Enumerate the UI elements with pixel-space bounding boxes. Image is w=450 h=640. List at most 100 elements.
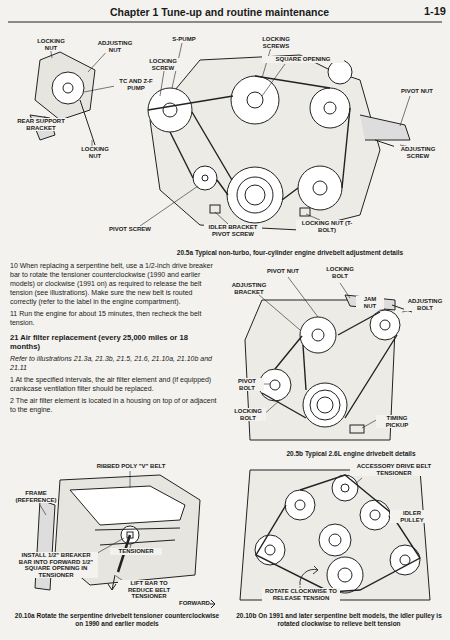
engine-front-drawing <box>30 52 410 230</box>
serpentine-belt-drawing <box>370 510 380 520</box>
part-label: RIBBED POLY "V" BELT <box>80 463 182 470</box>
part-label: PIVOT NUT <box>398 88 436 95</box>
text-column: 10 When replacing a serpentine belt, use… <box>10 262 217 418</box>
serpentine-belt-drawing <box>256 475 420 592</box>
serpentine-belt-drawing <box>300 566 318 585</box>
figure-caption: 20.10a Rotate the serpentine drivebelt t… <box>12 612 222 628</box>
engine-front-drawing <box>324 102 336 114</box>
body-paragraph: 1 At the specified intervals, the air fi… <box>10 376 217 394</box>
part-label: LOCKING BOLT <box>230 408 266 421</box>
engine-2.6l-drawing <box>380 320 390 330</box>
engine-front-drawing <box>298 166 342 210</box>
engine-2.6l-drawing <box>317 397 333 413</box>
part-label: ADJUSTING SCREW <box>394 146 442 159</box>
part-label: TENSIONER <box>110 548 162 555</box>
part-label: PIVOT NUT <box>262 268 304 275</box>
part-label: SQUARE OPENING <box>262 56 344 63</box>
serpentine-belt-drawing <box>341 484 349 492</box>
engine-front-drawing <box>227 167 283 223</box>
serpentine-belt-drawing <box>240 470 430 600</box>
engine-tensioner-drawing <box>35 475 215 608</box>
leader-line <box>140 186 198 226</box>
figure-caption: 20.5a Typical non-turbo, four-cylinder e… <box>150 249 430 257</box>
engine-front-drawing <box>328 60 352 84</box>
part-label: REAR SUPPORT BRACKET <box>14 118 68 131</box>
header-rule <box>8 21 442 22</box>
part-label: S-PUMP <box>168 36 200 43</box>
part-label: INSTALL 1/2" BREAKER BAR INTO FORWARD 1/… <box>14 552 98 578</box>
engine-2.6l-drawing <box>270 380 280 390</box>
engine-front-drawing <box>52 72 84 104</box>
engine-tensioner-drawing <box>70 486 185 525</box>
part-label: FORWARD <box>178 600 210 607</box>
engine-tensioner-drawing <box>95 528 180 545</box>
part-label: LOCKING SCREW <box>140 58 186 71</box>
engine-front-drawing <box>245 185 265 205</box>
leader-line <box>215 212 228 224</box>
page-number: 1-19 <box>412 5 446 17</box>
leader-line <box>400 96 410 126</box>
engine-front-drawing <box>35 52 95 120</box>
body-paragraph: 2 The air filter element is located in a… <box>10 397 217 415</box>
engine-2.6l-drawing <box>345 295 395 310</box>
part-label: PIVOT BOLT <box>230 378 264 391</box>
engine-front-drawing <box>210 205 220 213</box>
leader-line <box>300 478 392 588</box>
part-label: LOCKING NUT <box>30 38 72 51</box>
part-label: ADJUSTING BRACKET <box>228 282 270 295</box>
part-label: FRAME (REFERENCE) <box>14 490 58 503</box>
leader-line <box>42 43 410 226</box>
part-label: TC AND Z-F PUMP <box>114 78 158 91</box>
leader-line <box>262 64 285 96</box>
figure-caption: 20.10b On 1991 and later serpentine belt… <box>234 612 444 628</box>
serpentine-belt-drawing <box>265 545 275 555</box>
leader-line <box>40 505 46 515</box>
part-label: ADJUSTING NUT <box>92 40 138 53</box>
part-label: ACCESSORY DRIVE BELT TENSIONER <box>350 463 438 476</box>
serpentine-belt-drawing <box>285 490 315 520</box>
leader-line <box>340 283 350 298</box>
engine-front-drawing <box>247 92 263 108</box>
page-header: Chapter 1 Tune-up and routine maintenanc… <box>110 6 370 18</box>
leader-line <box>84 86 115 92</box>
part-label: JAM NUT <box>356 296 384 309</box>
leader-line <box>258 294 300 330</box>
part-label: ROTATE CLOCKWISE TO RELEASE TENSION <box>262 588 340 601</box>
part-label: IDLER PULLEY <box>390 510 434 523</box>
leader-line <box>355 478 362 484</box>
engine-front-drawing <box>237 177 273 213</box>
engine-2.6l-drawing <box>350 425 364 433</box>
serpentine-belt-drawing <box>295 500 305 510</box>
part-label: LOCKING SCREWS <box>250 36 302 49</box>
body-paragraph: Refer to illustrations 21.3a, 21.3b, 21.… <box>10 355 217 373</box>
engine-front-drawing <box>150 55 380 230</box>
serpentine-belt-drawing <box>360 500 390 530</box>
serpentine-belt-drawing <box>240 470 430 600</box>
part-label: IDLER BRACKET PIVOT SCREW <box>204 224 262 237</box>
engine-front-drawing <box>148 88 192 132</box>
part-label: LOCKING NUT <box>74 146 116 159</box>
engine-front-drawing <box>310 88 350 128</box>
engine-tensioner-drawing <box>108 575 116 590</box>
engine-2.6l-drawing <box>312 329 324 341</box>
engine-2.6l-drawing <box>303 383 347 427</box>
engine-front-drawing <box>313 181 327 195</box>
body-paragraph: 10 When replacing a serpentine belt, use… <box>10 262 217 307</box>
serpentine-belt-drawing <box>319 524 351 556</box>
engine-front-drawing <box>63 83 73 93</box>
engine-2.6l-drawing <box>300 317 336 353</box>
engine-front-drawing <box>80 100 95 145</box>
section-heading: 21 Air filter replacement (every 25,000 … <box>10 333 217 352</box>
engine-front-drawing <box>202 175 208 181</box>
serpentine-belt-drawing <box>329 534 341 546</box>
part-label: LOCKING NUT (T-BOLT) <box>296 220 358 233</box>
part-label: ADJUSTING BOLT <box>404 298 446 311</box>
engine-front-drawing <box>148 76 350 200</box>
serpentine-belt-drawing <box>338 568 352 582</box>
part-label: LOCKING BOLT <box>322 266 358 279</box>
engine-2.6l-drawing <box>310 390 340 420</box>
part-label: LIFT BAR TO REDUCE BELT TENSIONER <box>118 580 180 600</box>
engine-front-drawing <box>231 76 279 124</box>
leader-line <box>130 471 131 488</box>
